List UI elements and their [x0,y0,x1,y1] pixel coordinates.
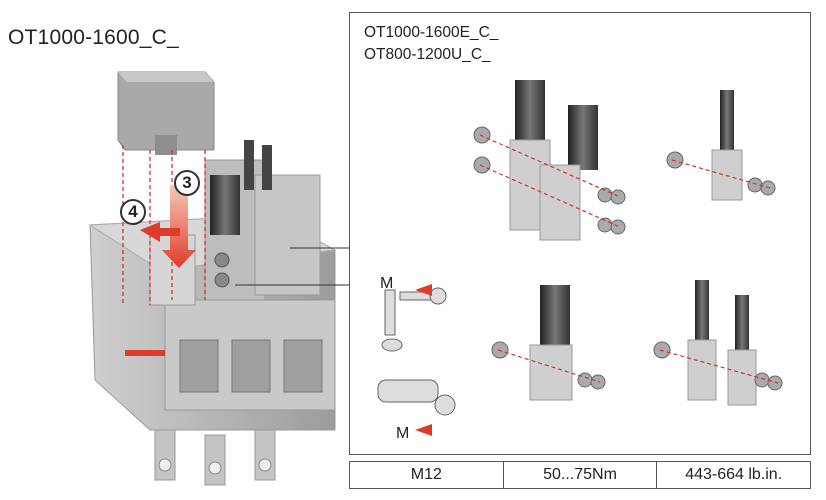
insert-arrow [162,185,196,268]
spec-torque-lbin: 443-664 lb.in. [685,466,783,483]
panel-model-2: OT800-1200U_C_ [364,46,491,63]
panel-model-1: OT1000-1600E_C_ [364,24,499,41]
spec-table: M12 50...75Nm 443-664 lb.in. [349,461,811,489]
terminal-cover [117,71,215,155]
slide-arrow [140,222,180,242]
spec-thread: M12 [350,462,504,488]
detail-panel [349,12,811,455]
callout-4: 4 [120,199,146,225]
callout-3: 3 [174,170,200,196]
panel-diagrams [377,80,783,436]
spec-torque-nm: 50...75Nm [504,462,658,488]
main-model-title: OT1000-1600_C_ [8,26,179,49]
torque-label-bottom: M [396,425,410,442]
switch-body [88,140,337,486]
torque-label-top: M [380,275,394,292]
